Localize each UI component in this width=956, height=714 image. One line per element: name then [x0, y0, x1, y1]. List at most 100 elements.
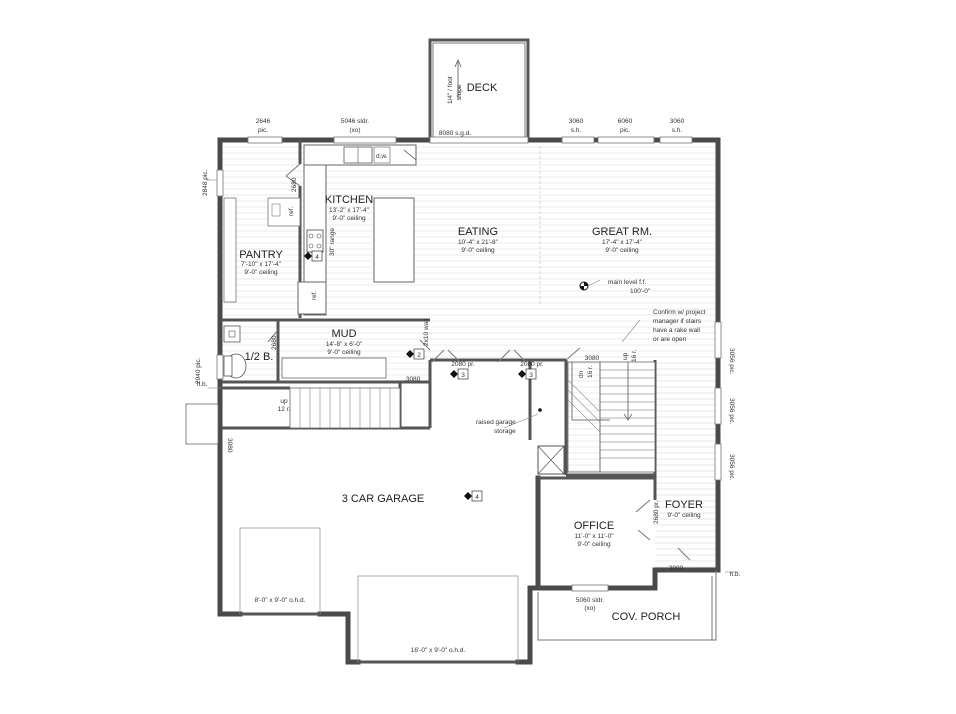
kitchen-counters [297, 144, 417, 316]
deck-slope-note: 1/4" / foot [447, 76, 454, 104]
range-label: 30" range [329, 228, 336, 256]
window-3056a-label: 3056 pic. [728, 348, 735, 375]
confirm-note-3: have a rake wall [653, 327, 701, 334]
tag-3b: 3 [529, 372, 533, 379]
office-label: OFFICE [574, 520, 614, 532]
garage-stair-risers: 12 r. [278, 406, 291, 413]
door-3080-stair: 3080 [585, 355, 600, 362]
floor-finish-main [222, 142, 716, 568]
window-6060-size: 6060 [618, 118, 633, 125]
tag-kitchen-4: 4 [315, 254, 319, 261]
garage-stairs [289, 387, 401, 429]
garage-label: 3 CAR GARAGE [342, 493, 425, 505]
eating-ceiling: 9'-0" ceiling [461, 247, 495, 254]
window-3060a-type: s.h. [571, 127, 582, 134]
deck-slope-arrow-icon [454, 58, 462, 100]
tag-diamond-icon [304, 250, 537, 502]
ohd-16-label: 16'-0" x 9'-0" o.h.d. [411, 647, 466, 654]
stair-up-risers: 16 r. [631, 349, 638, 362]
raised-storage-note-1: raised garage [476, 419, 516, 426]
door-3080-garage: 3080 [226, 438, 233, 453]
main-stairs [567, 361, 656, 473]
ohd-8-label: 8'-0" x 9'-0" o.h.d. [255, 597, 306, 604]
dw-label: d.w. [376, 153, 388, 160]
eating-size: 10'-4" x 21'-8" [458, 239, 499, 246]
main-level-elev: 100'-0" [630, 288, 651, 295]
pantry-label: PANTRY [239, 249, 283, 261]
mud-label: MUD [331, 328, 356, 340]
stair-up-label: up [622, 352, 629, 360]
leader-lines [206, 179, 738, 573]
confirm-note-2: manager if stairs [653, 318, 702, 325]
window-2646-type: pic. [258, 127, 268, 134]
tag-mud-2: 2 [417, 352, 421, 359]
stair-dn-risers: 16 r. [587, 365, 594, 378]
half-bath-label: 1/2 B. [245, 351, 274, 363]
porch-label: COV. PORCH [612, 611, 681, 623]
elevation-marker-icon [579, 281, 589, 291]
window-6060-type: pic. [620, 127, 630, 134]
great-rm-label: GREAT RM. [592, 226, 652, 238]
door-8080-label: 8080 s.g.d. [439, 130, 471, 137]
ref-label-kitchen: ref. [311, 290, 318, 300]
cov-porch [537, 570, 717, 641]
mud-bench [281, 357, 387, 379]
door-2x10-wall: 2x10 wall [423, 318, 430, 346]
great-rm-size: 17'-4" x 17'-4" [602, 239, 643, 246]
window-5060-type: (xo) [584, 605, 595, 612]
stair-dn-label: dn [578, 370, 585, 378]
window-3060a-size: 3060 [569, 118, 584, 125]
deck-slope-note-2: slope [456, 84, 463, 100]
deck-label: DECK [467, 82, 498, 94]
window-3060b-size: 3060 [670, 118, 685, 125]
mud-ceiling: 9'-0" ceiling [327, 349, 361, 356]
hose-bib-right: h.b. [730, 571, 741, 578]
window-3056b-label: 3056 pic. [728, 398, 735, 425]
door-2680-office: 2680 pr. [653, 500, 660, 524]
door-3080-mud: 3080 [406, 376, 421, 383]
window-5046-type: (xo) [349, 127, 360, 134]
tag-garage-4: 4 [475, 494, 479, 501]
tag-3a: 3 [461, 372, 465, 379]
ref-label-pantry: ref. [288, 206, 295, 216]
main-level-note: main level f.f. [608, 279, 646, 286]
window-2646-size: 2646 [256, 118, 271, 125]
foyer-label: FOYER [665, 499, 703, 511]
great-rm-ceiling: 9'-0" ceiling [605, 247, 639, 254]
kitchen-label: KITCHEN [325, 194, 373, 206]
half-bath-fixtures [223, 325, 247, 379]
garage-side-door [185, 403, 219, 445]
window-3060b-type: s.h. [672, 127, 683, 134]
door-2680-bath: 2680 [271, 335, 278, 350]
mech-chase [537, 445, 565, 475]
window-2040-label: 2040 pic. [195, 357, 202, 384]
foyer-ceiling: 9'-0" ceiling [667, 512, 701, 519]
pantry-shelves [223, 197, 301, 303]
door-3080-front: 3080 [669, 565, 684, 572]
office-size: 11'-0" x 11'-0" [574, 533, 614, 540]
floor-finish-foyer [655, 360, 716, 568]
garage-storage-marker [538, 408, 542, 412]
window-5046-size: 5046 sldr. [341, 118, 369, 125]
window-3056c-label: 3056 pic. [728, 454, 735, 481]
door-2680-kitchen: 2680 [291, 177, 298, 192]
eating-label: EATING [458, 226, 498, 238]
kitchen-size: 13'-2" x 17'-4" [329, 207, 370, 214]
window-2848-label: 2848 pic. [202, 169, 209, 196]
door-2080-b: 2080 pr. [520, 361, 544, 368]
pantry-size: 7'-10" x 17'-4" [241, 261, 282, 268]
kitchen-ceiling: 9'-0" ceiling [332, 215, 366, 222]
raised-storage-note-2: storage [494, 428, 516, 435]
confirm-note-1: Confirm w/ project [653, 309, 706, 316]
hose-bib-left: h.b. [197, 381, 208, 388]
window-5060-size: 5060 sldr. [576, 597, 604, 604]
office-ceiling: 9'-0" ceiling [577, 541, 611, 548]
garage-stair-up: up [280, 398, 288, 405]
door-2080-a: 2080 pr. [451, 361, 475, 368]
deck [428, 38, 530, 140]
door-swings [267, 149, 691, 561]
mud-size: 14'-8" x 6'-0" [326, 341, 363, 348]
garage-doors [239, 527, 519, 664]
top-wall-windows [216, 136, 722, 592]
